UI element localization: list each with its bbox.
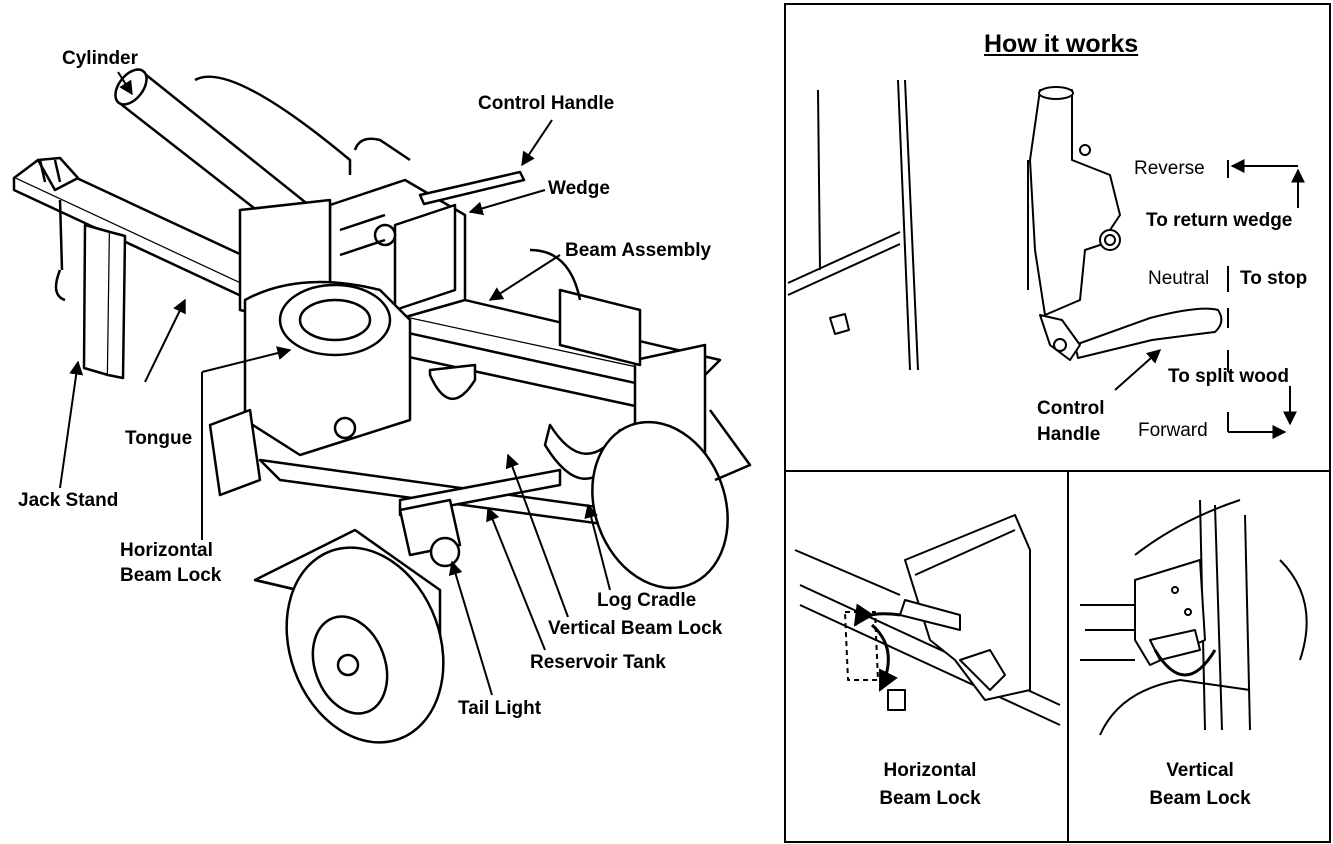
label-vertical-beam-lock: Vertical Beam Lock [548,618,723,639]
control-valve-drawing [787,79,1223,371]
control-handle-grip [1074,307,1223,359]
label-to-split-wood: To split wood [1168,366,1290,387]
label-neutral: Neutral [1148,268,1210,289]
label-to-stop: To stop [1240,268,1308,289]
vertical-panel-caption-line1: Vertical [1166,760,1234,781]
label-reverse: Reverse [1134,158,1205,179]
log-splitter-drawing [12,68,752,744]
horizontal-panel-caption-line2: Beam Lock [879,788,981,809]
label-horizontal-beam-lock-line2: Beam Lock [120,565,222,586]
label-forward: Forward [1138,420,1208,441]
engine-box [208,408,262,497]
jack-stand-body [82,223,112,377]
horizontal-beam-lock-arrows [853,603,901,692]
label-control-handle: Control Handle [478,93,615,114]
control-handle-rod [418,170,526,206]
label-tail-light: Tail Light [458,698,542,719]
horizontal-beam-lock-drawing [794,514,1061,726]
label-wedge: Wedge [548,178,610,199]
label-to-return-wedge: To return wedge [1146,210,1293,231]
right-wheel [591,420,729,590]
how-it-works-panel-border [784,3,1331,843]
vertical-beam-lock-drawing [1080,499,1308,736]
panel-frames [784,3,1331,843]
label-jack-stand: Jack Stand [18,490,119,511]
label-beam-assembly: Beam Assembly [565,240,712,261]
label-reservoir-tank: Reservoir Tank [530,652,666,673]
vertical-panel-caption-line2: Beam Lock [1149,788,1251,809]
label-control-handle-line2: Handle [1037,424,1101,445]
label-cylinder: Cylinder [62,48,139,69]
main-leader-lines [59,71,611,696]
valve-body [1029,89,1121,316]
label-control-handle-line1: Control [1037,398,1105,419]
how-it-works-lines [1114,159,1305,439]
horizontal-panel-caption-line1: Horizontal [883,760,977,781]
label-tongue: Tongue [125,428,193,449]
how-it-works-title: How it works [984,30,1139,58]
label-log-cradle: Log Cradle [597,590,697,611]
label-horizontal-beam-lock-line1: Horizontal [120,540,213,561]
